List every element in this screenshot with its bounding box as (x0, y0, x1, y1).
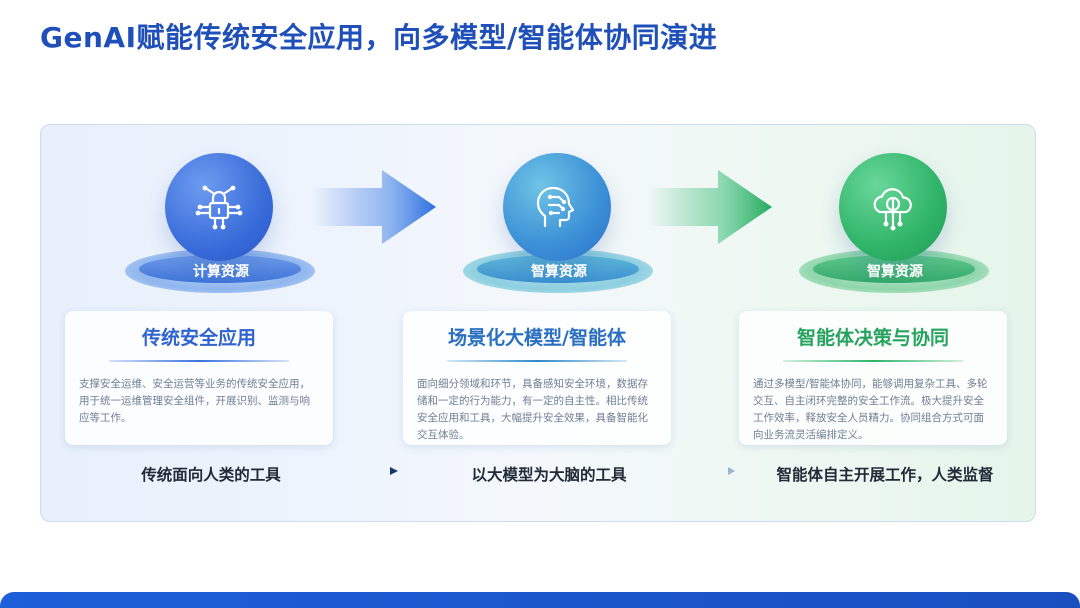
evolution-panel: 计算资源 传统安全应用 支撑安全运维、安全运营等业务的传统安全应用，用于统一运维… (40, 124, 1036, 522)
column-scenario-model: 智算资源 场景化大模型/智能体 面向细分领域和环节，具备感知安全环境，数据存储和… (399, 125, 719, 521)
ai-brain-head-icon (536, 186, 575, 228)
card-title: 传统安全应用 (141, 327, 256, 349)
card-title: 智能体决策与协同 (796, 327, 949, 349)
column-traditional: 计算资源 传统安全应用 支撑安全运维、安全运营等业务的传统安全应用，用于统一运维… (61, 125, 381, 521)
transition-arrow-1 (312, 170, 436, 244)
card-description: 面向细分领域和环节，具备感知安全环境，数据存储和一定的行为能力，有一定的自主性。… (417, 378, 648, 441)
cloud-ai-network-icon (873, 188, 912, 231)
icon-circle (503, 153, 611, 261)
resource-label: 计算资源 (193, 264, 249, 280)
card-divider (109, 360, 289, 362)
bottom-label: 传统面向人类的工具 (141, 466, 281, 484)
progress-arrow-2 (678, 467, 735, 475)
footer-bar (0, 592, 1080, 608)
card-description: 通过多模型/智能体协同，能够调用复杂工具、多轮交互、自主闭环完整的安全工作流。极… (753, 378, 988, 441)
bottom-label: 以大模型为大脑的工具 (471, 466, 627, 484)
card-divider (447, 360, 627, 362)
info-card: 场景化大模型/智能体 面向细分领域和环节，具备感知安全环境，数据存储和一定的行为… (403, 311, 671, 445)
progress-arrow-1 (330, 467, 398, 475)
card-title: 场景化大模型/智能体 (448, 327, 626, 349)
info-card: 传统安全应用 支撑安全运维、安全运营等业务的传统安全应用，用于统一运维管理安全组… (65, 311, 333, 445)
resource-label: 智算资源 (531, 264, 587, 280)
info-card: 智能体决策与协同 通过多模型/智能体协同，能够调用复杂工具、多轮交互、自主闭环完… (739, 311, 1007, 445)
icon-circle (839, 153, 947, 261)
transition-arrow-2 (648, 170, 772, 244)
card-description: 支撑安全运维、安全运营等业务的传统安全应用，用于统一运维管理安全组件，开展识别、… (79, 378, 310, 424)
resource-label: 智算资源 (867, 264, 923, 280)
column-agent-collaboration: 智算资源 智能体决策与协同 通过多模型/智能体协同，能够调用复杂工具、多轮交互、… (735, 125, 1055, 521)
icon-circle (165, 153, 273, 261)
card-divider (783, 360, 963, 362)
bottom-label: 智能体自主开展工作，人类监督 (776, 466, 994, 484)
ai-security-lock-icon (195, 185, 243, 230)
page-title: GenAI赋能传统安全应用，向多模型/智能体协同演进 (40, 21, 718, 54)
